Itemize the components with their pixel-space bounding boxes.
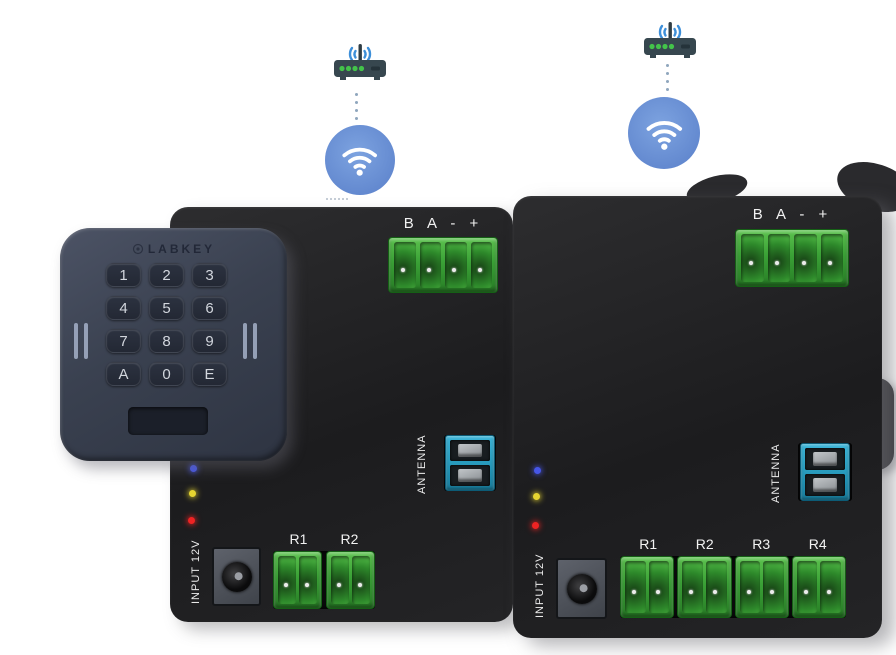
relay-label: R2 xyxy=(340,531,359,547)
terminal-pin xyxy=(278,556,296,604)
antenna-terminal xyxy=(444,435,496,491)
keypad-brand-text: LABKEY xyxy=(147,242,216,256)
terminal-pin xyxy=(739,561,761,613)
keypad-key-0: 0 xyxy=(149,362,184,386)
wifi-icon xyxy=(325,125,395,195)
terminal-pin xyxy=(820,561,841,613)
antenna-terminal xyxy=(798,443,852,501)
terminal-pin xyxy=(299,556,317,604)
relay-terminal-block xyxy=(273,551,322,609)
antenna-label: ANTENNA xyxy=(770,443,782,503)
wifi-icon xyxy=(628,97,700,169)
terminal-pin xyxy=(450,440,490,461)
relay-terminals xyxy=(273,551,375,609)
relay-label: R1 xyxy=(289,531,308,547)
antenna-label: ANTENNA xyxy=(416,434,428,494)
dotted-connector-small xyxy=(326,198,348,200)
power-input-label: INPUT 12V xyxy=(534,553,546,619)
terminal-pin xyxy=(394,242,416,288)
terminal-pin xyxy=(763,561,784,613)
keypad-key-6: 6 xyxy=(192,296,227,320)
keypad-indicator-bar xyxy=(253,323,257,359)
relay-terminal-block xyxy=(620,556,675,618)
terminal-pin xyxy=(805,474,845,496)
controller-board-4-relay: B A - + ANTENNA INPUT 12V R1 R2 R3 R4 xyxy=(513,196,882,638)
relay-label: R1 xyxy=(639,536,658,552)
status-led-blue xyxy=(190,465,197,472)
status-led-blue xyxy=(534,467,541,474)
terminal-pin xyxy=(331,556,349,604)
relay-terminal-block xyxy=(677,556,732,618)
dc-power-jack xyxy=(212,547,261,606)
terminal-pin xyxy=(450,465,490,486)
keypad-key-4: 4 xyxy=(106,296,141,320)
terminal-pin xyxy=(767,234,790,282)
keypad-key-1: 1 xyxy=(106,263,141,287)
keypad-card-slot xyxy=(128,407,208,435)
terminal-pin xyxy=(820,234,843,282)
bus-terminal-label: B A - + xyxy=(403,215,483,232)
terminal-pin xyxy=(648,561,670,613)
blue-terminal-block xyxy=(800,443,850,501)
terminal-pin xyxy=(352,556,370,604)
status-led-red xyxy=(532,522,539,529)
router-icon xyxy=(328,38,392,86)
power-input-label: INPUT 12V xyxy=(190,539,202,605)
terminal-pin xyxy=(741,234,764,282)
relay-label: R3 xyxy=(752,536,771,552)
terminal-pin xyxy=(794,234,817,282)
terminal-pin xyxy=(796,561,818,613)
dotted-connector xyxy=(355,93,358,120)
keypad-key-2: 2 xyxy=(149,263,184,287)
dc-power-jack xyxy=(556,558,607,619)
relay-terminal-block xyxy=(734,556,789,618)
controller-board-2-relay: B A - + ANTENNA INPUT 12V R1 R2 xyxy=(170,207,513,622)
relay-label: R4 xyxy=(808,536,827,552)
status-led-yellow xyxy=(189,490,196,497)
keypad-key-a: A xyxy=(106,362,141,386)
status-led-yellow xyxy=(533,493,540,500)
bus-terminal xyxy=(735,229,849,287)
status-led-red xyxy=(188,517,195,524)
bus-terminal-label: B A - + xyxy=(752,206,832,223)
keypad-key-grid: 1 2 3 4 5 6 7 8 9 A 0 E xyxy=(106,263,227,386)
blue-terminal-block xyxy=(445,435,495,491)
terminal-pin xyxy=(625,561,646,613)
keypad-device: LABKEY 1 2 3 4 5 6 7 8 9 A 0 E xyxy=(60,228,287,461)
keypad-key-8: 8 xyxy=(149,329,184,353)
keypad-key-e: E xyxy=(192,362,227,386)
keypad-key-5: 5 xyxy=(149,296,184,320)
keypad-key-7: 7 xyxy=(106,329,141,353)
green-terminal-block xyxy=(388,237,498,293)
relay-labels: R1 R2 R3 R4 xyxy=(620,536,846,552)
keypad-indicator-bar xyxy=(74,323,78,359)
relay-terminal-block xyxy=(791,556,846,618)
brand-mark-icon xyxy=(132,243,143,255)
keypad-brand-logo: LABKEY xyxy=(60,242,287,256)
terminal-pin xyxy=(805,448,845,470)
dotted-connector xyxy=(666,64,669,91)
keypad-indicator-bar xyxy=(243,323,247,359)
keypad-key-3: 3 xyxy=(192,263,227,287)
router-icon xyxy=(638,16,702,64)
terminal-pin xyxy=(682,561,703,613)
keypad-key-9: 9 xyxy=(192,329,227,353)
relay-terminal-block xyxy=(326,551,375,609)
keypad-indicator-bar xyxy=(84,323,88,359)
relay-labels: R1 R2 xyxy=(273,531,375,547)
terminal-pin xyxy=(419,242,441,288)
terminal-pin xyxy=(705,561,727,613)
bus-terminal xyxy=(388,237,498,293)
relay-label: R2 xyxy=(695,536,714,552)
terminal-pin xyxy=(470,242,492,288)
green-terminal-block xyxy=(735,229,849,287)
terminal-pin xyxy=(445,242,467,288)
relay-terminals xyxy=(620,556,846,618)
